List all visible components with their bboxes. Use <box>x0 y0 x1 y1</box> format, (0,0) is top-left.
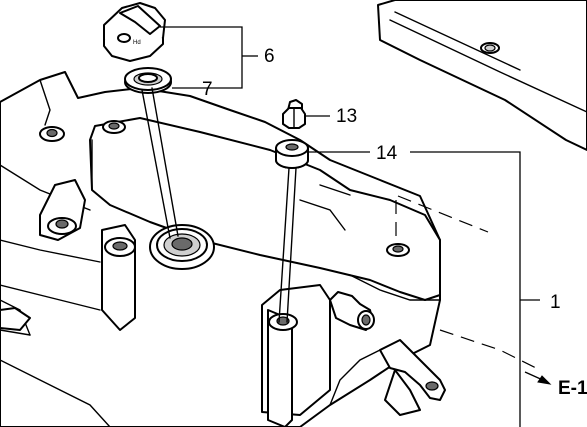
head-cover <box>0 71 446 427</box>
leader-lines <box>160 26 540 427</box>
reference-label: E-1 <box>558 378 587 399</box>
callout-14: 14 <box>376 143 398 164</box>
cap-seal <box>124 67 172 94</box>
oil-filler-cap: Hd <box>103 2 166 62</box>
cap-nut <box>282 99 306 129</box>
callout-1: 1 <box>550 292 561 313</box>
grommet <box>275 139 309 169</box>
assembly-lines <box>141 87 541 371</box>
callout-7: 7 <box>202 79 213 100</box>
cover-plate <box>377 0 587 151</box>
callout-13: 13 <box>336 106 357 127</box>
callout-6: 6 <box>264 46 275 67</box>
cap-marking: Hd <box>133 40 141 46</box>
reference-arrow <box>524 371 552 385</box>
